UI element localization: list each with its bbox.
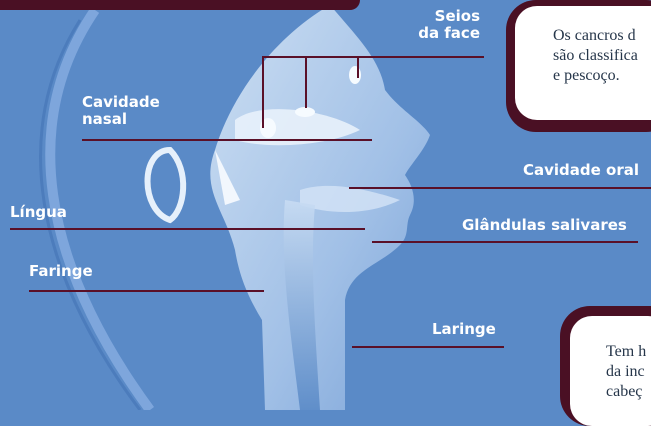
label-cavidade-nasal-line1: Cavidade bbox=[82, 94, 160, 111]
label-lingua: Língua bbox=[10, 204, 67, 221]
leader-line-laringe bbox=[352, 346, 504, 348]
info-box-1-line2: são classifica bbox=[553, 46, 651, 66]
label-glandulas-salivares: Glândulas salivares bbox=[462, 217, 627, 234]
sinus-shape bbox=[349, 66, 361, 84]
leader-drop-seios-1 bbox=[262, 56, 264, 128]
info-box-2-line1: Tem h bbox=[606, 342, 651, 362]
leader-line-glandulas bbox=[372, 241, 638, 243]
label-seios-line1: Seios bbox=[410, 8, 480, 25]
leader-line-seios bbox=[262, 56, 484, 58]
info-box-1-line3: e pescoço. bbox=[553, 66, 651, 86]
leader-drop-seios-2 bbox=[305, 56, 307, 108]
leader-line-faringe bbox=[29, 290, 264, 292]
info-box-2-line3: cabeç bbox=[606, 382, 651, 402]
label-laringe: Laringe bbox=[432, 321, 496, 338]
label-seios-line2: da face bbox=[410, 25, 480, 42]
leader-line-cavidade-nasal bbox=[82, 139, 372, 141]
label-cavidade-nasal: Cavidade nasal bbox=[82, 94, 160, 128]
info-box-1: Os cancros d são classifica e pescoço. bbox=[515, 6, 651, 120]
info-box-1-line1: Os cancros d bbox=[553, 26, 651, 46]
label-faringe: Faringe bbox=[29, 263, 93, 280]
info-box-2-line2: da inc bbox=[606, 362, 651, 382]
ear-shape bbox=[148, 150, 184, 220]
leader-line-lingua bbox=[10, 228, 365, 230]
leader-drop-seios-3 bbox=[357, 56, 359, 78]
label-cavidade-nasal-line2: nasal bbox=[82, 111, 160, 128]
sinus-shape bbox=[295, 107, 315, 117]
top-banner-bar bbox=[0, 0, 360, 10]
leader-line-cavidade-oral bbox=[349, 187, 651, 189]
label-cavidade-oral: Cavidade oral bbox=[523, 162, 639, 179]
label-seios-da-face: Seios da face bbox=[410, 8, 480, 42]
